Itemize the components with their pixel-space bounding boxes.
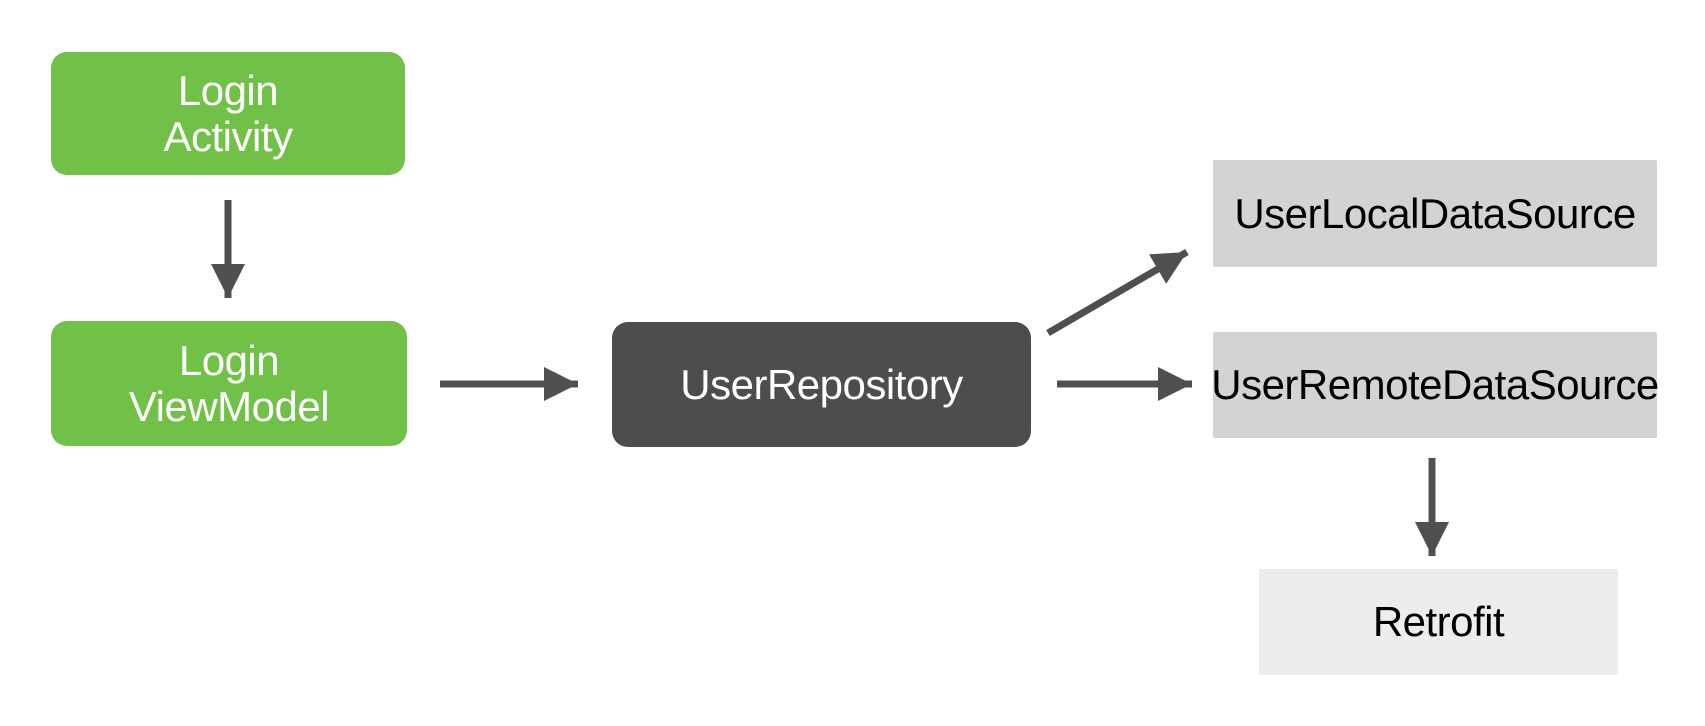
- node-login-activity-label-line2: Activity: [163, 112, 293, 160]
- node-user-remote-data-source: UserRemoteDataSource: [1211, 332, 1659, 438]
- node-user-local-data-source: UserLocalDataSource: [1213, 160, 1657, 267]
- node-user-repository-label: UserRepository: [680, 360, 963, 408]
- node-user-local-data-source-label: UserLocalDataSource: [1234, 189, 1636, 237]
- edge-repository-to-localdatasource-arrow: [1046, 248, 1189, 337]
- node-retrofit: Retrofit: [1259, 569, 1618, 675]
- node-retrofit-label: Retrofit: [1372, 598, 1505, 645]
- node-login-activity: Login Activity: [51, 52, 405, 175]
- node-login-viewmodel-label-line2: ViewModel: [128, 382, 330, 430]
- node-login-viewmodel-label-line1: Login: [178, 336, 280, 384]
- node-user-remote-data-source-label: UserRemoteDataSource: [1211, 361, 1659, 408]
- node-user-repository: UserRepository: [612, 322, 1031, 447]
- node-login-viewmodel: Login ViewModel: [51, 321, 407, 446]
- node-login-activity-label-line1: Login: [177, 66, 279, 114]
